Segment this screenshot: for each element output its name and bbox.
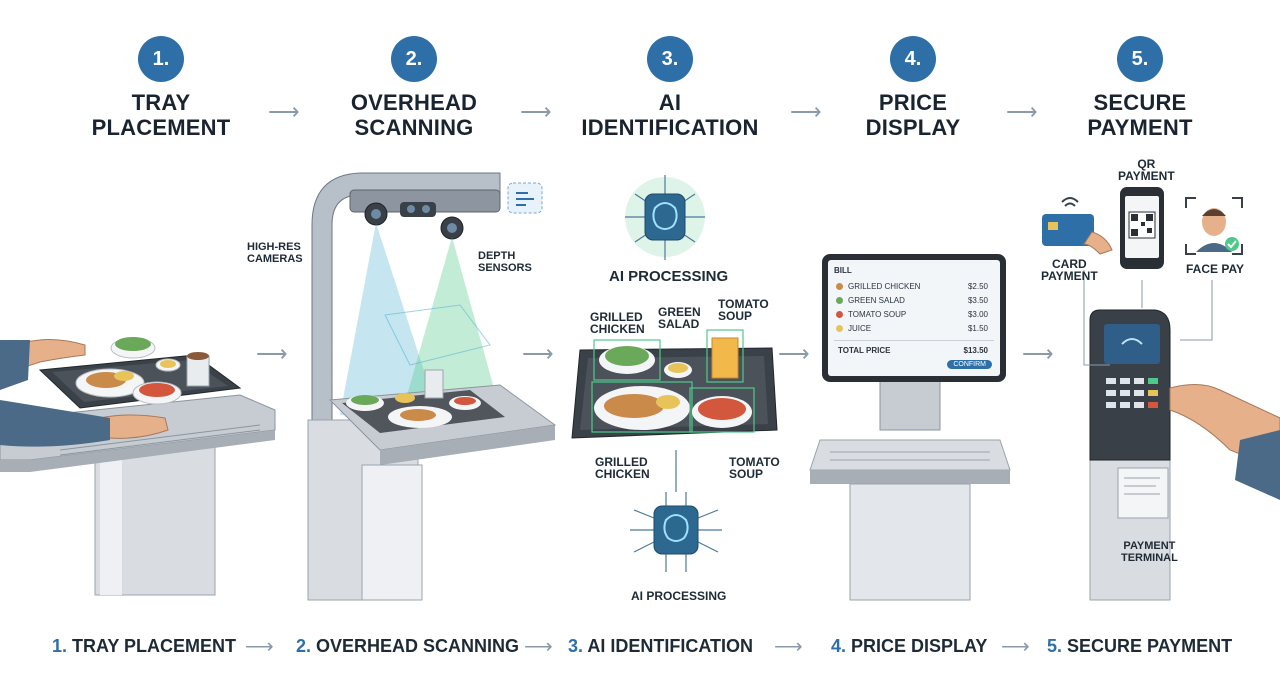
bill-item-price: $3.00 xyxy=(967,310,988,319)
mid-arrow-icon: ⟶ xyxy=(1022,341,1054,366)
bill-item-name: JUICE xyxy=(848,324,872,333)
bottom-step-bar: 1. TRAY PLACEMENT ⟶ 2. OVERHEAD SCANNING… xyxy=(0,630,1280,662)
step-2-badge: 2. xyxy=(391,36,437,82)
card-payment-icon xyxy=(1042,197,1113,255)
bill-item-price: $2.50 xyxy=(967,282,988,291)
top-arrow-icon: ⟶ xyxy=(1006,99,1038,124)
confirm-button[interactable]: CONFIRM xyxy=(947,360,992,369)
bottom-arrow-icon: ⟶ xyxy=(774,636,803,658)
bottom-step-5: 5. SECURE PAYMENT xyxy=(1047,636,1233,656)
bill-item-name: GREEN SALAD xyxy=(848,296,905,305)
qr-phone-icon xyxy=(1120,187,1164,269)
bottom-step-1: 1. TRAY PLACEMENT xyxy=(52,636,237,656)
bill-item-price: $3.50 xyxy=(967,296,988,305)
payment-connectors xyxy=(1083,270,1213,366)
face-pay-icon xyxy=(1185,197,1243,255)
bottom-step-3: 3. AI IDENTIFICATION xyxy=(568,636,754,656)
bill-item-name: TOMATO SOUP xyxy=(848,310,907,319)
ai-tray-illustration xyxy=(571,329,778,439)
face-pay-label: FACE PAY xyxy=(1186,262,1245,276)
total-price-value: $13.50 xyxy=(963,346,988,355)
step-3-badge: 3. xyxy=(647,36,693,82)
bottom-arrow-icon: ⟶ xyxy=(1001,636,1030,658)
step-1-badge: 1. xyxy=(138,36,184,82)
mid-arrow-icon: ⟶ xyxy=(522,341,554,366)
kiosk-stand-illustration xyxy=(809,379,1011,601)
step-5-badge: 5. xyxy=(1117,36,1163,82)
payment-terminal-illustration xyxy=(1089,309,1280,601)
bill-item-price: $1.50 xyxy=(967,324,988,333)
overhead-scanner-illustration xyxy=(307,172,557,601)
bill-divider xyxy=(834,340,994,341)
ai-chip-bottom-icon xyxy=(630,450,722,572)
mid-arrow-icon: ⟶ xyxy=(256,341,288,366)
ai-processing-bottom-label: AI PROCESSING xyxy=(631,589,727,603)
top-arrow-icon: ⟶ xyxy=(520,99,552,124)
total-price-label: TOTAL PRICE xyxy=(838,346,891,355)
bill-item-dot xyxy=(836,297,843,304)
bill-item-name: GRILLED CHICKEN xyxy=(848,282,921,291)
step-4-badge: 4. xyxy=(890,36,936,82)
bill-header: BILL xyxy=(834,266,852,275)
bottom-arrow-icon: ⟶ xyxy=(245,636,274,658)
bill-item-dot xyxy=(836,311,843,318)
top-arrow-icon: ⟶ xyxy=(268,99,300,124)
ai-chip-top-icon xyxy=(625,175,705,260)
top-arrow-icon: ⟶ xyxy=(790,99,822,124)
mid-arrow-icon: ⟶ xyxy=(778,341,810,366)
ai-processing-top-label: AI PROCESSING xyxy=(609,268,729,285)
bottom-step-2: 2. OVERHEAD SCANNING xyxy=(296,636,520,656)
bottom-arrow-icon: ⟶ xyxy=(524,636,553,658)
bottom-step-4: 4. PRICE DISPLAY xyxy=(831,636,988,656)
bill-item-dot xyxy=(836,283,843,290)
tray-placement-illustration xyxy=(0,337,276,596)
bill-item-dot xyxy=(836,325,843,332)
